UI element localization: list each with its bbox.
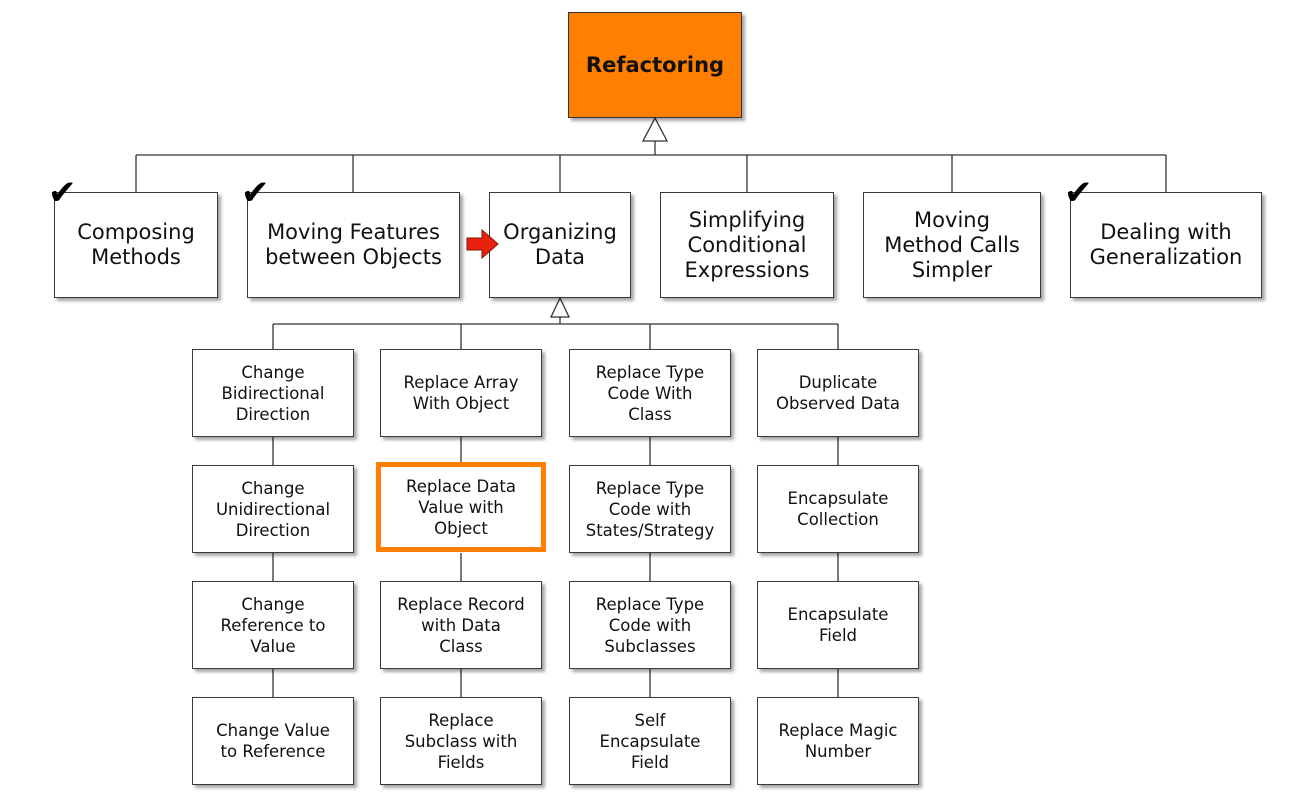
category-label: Moving Method Calls Simpler — [884, 207, 1020, 282]
inheritance-triangle-icon — [641, 116, 669, 142]
category-method-calls-simpler[interactable]: Moving Method Calls Simpler — [863, 192, 1041, 298]
category-label: Moving Features between Objects — [265, 220, 442, 269]
category-moving-features[interactable]: Moving Features between Objects — [247, 192, 460, 298]
inheritance-triangle-icon — [549, 296, 571, 318]
technique-label: Self Encapsulate Field — [599, 710, 701, 772]
technique-label: Replace Type Code with Subclasses — [595, 594, 705, 656]
red-arrow-icon — [466, 229, 499, 259]
technique-duplicate-observed-data[interactable]: Duplicate Observed Data — [757, 349, 919, 437]
category-dealing-with-generalization[interactable]: Dealing with Generalization — [1070, 192, 1262, 298]
root-node[interactable]: Refactoring — [568, 12, 742, 118]
technique-encapsulate-field[interactable]: Encapsulate Field — [757, 581, 919, 669]
technique-change-unidirectional-direction[interactable]: Change Unidirectional Direction — [192, 465, 354, 553]
technique-label: Replace Data Value with Object — [406, 476, 516, 538]
technique-replace-record-with-data-class[interactable]: Replace Record with Data Class — [380, 581, 542, 669]
technique-label: Replace Record with Data Class — [397, 594, 525, 656]
technique-label: Encapsulate Collection — [787, 489, 889, 529]
technique-label: Replace Subclass with Fields — [404, 710, 518, 772]
technique-self-encapsulate-field[interactable]: Self Encapsulate Field — [569, 697, 731, 785]
technique-change-reference-to-value[interactable]: Change Reference to Value — [192, 581, 354, 669]
technique-replace-type-code-with-states-strategy[interactable]: Replace Type Code with States/Strategy — [569, 465, 731, 553]
technique-replace-data-value-with-object[interactable]: Replace Data Value with Object — [376, 462, 546, 552]
technique-label: Replace Type Code with States/Strategy — [585, 478, 715, 540]
technique-label: Encapsulate Field — [787, 605, 889, 645]
category-organizing-data[interactable]: Organizing Data — [489, 192, 631, 298]
check-mark-icon: ✔ — [241, 173, 270, 213]
technique-replace-array-with-object[interactable]: Replace Array With Object — [380, 349, 542, 437]
technique-change-bidirectional-direction[interactable]: Change Bidirectional Direction — [192, 349, 354, 437]
technique-label: Change Reference to Value — [220, 594, 326, 656]
technique-label: Change Bidirectional Direction — [221, 362, 325, 424]
technique-label: Change Unidirectional Direction — [215, 478, 331, 540]
technique-encapsulate-collection[interactable]: Encapsulate Collection — [757, 465, 919, 553]
technique-replace-subclass-with-fields[interactable]: Replace Subclass with Fields — [380, 697, 542, 785]
technique-replace-magic-number[interactable]: Replace Magic Number — [757, 697, 919, 785]
category-label: Simplifying Conditional Expressions — [684, 207, 810, 282]
technique-replace-type-code-with-subclasses[interactable]: Replace Type Code with Subclasses — [569, 581, 731, 669]
technique-label: Replace Array With Object — [403, 373, 519, 413]
technique-label: Duplicate Observed Data — [775, 373, 901, 413]
category-label: Composing Methods — [77, 220, 195, 269]
root-label: Refactoring — [585, 53, 725, 77]
technique-change-value-to-reference[interactable]: Change Value to Reference — [192, 697, 354, 785]
category-simplifying-conditional-expressions[interactable]: Simplifying Conditional Expressions — [660, 192, 834, 298]
technique-label: Change Value to Reference — [216, 721, 330, 761]
technique-label: Replace Magic Number — [778, 721, 898, 761]
technique-label: Replace Type Code With Class — [595, 362, 705, 424]
category-label: Dealing with Generalization — [1089, 220, 1243, 269]
check-mark-icon: ✔ — [1064, 173, 1093, 213]
technique-replace-type-code-with-class[interactable]: Replace Type Code With Class — [569, 349, 731, 437]
check-mark-icon: ✔ — [48, 173, 77, 213]
category-composing-methods[interactable]: Composing Methods — [54, 192, 218, 298]
category-label: Organizing Data — [503, 220, 617, 269]
